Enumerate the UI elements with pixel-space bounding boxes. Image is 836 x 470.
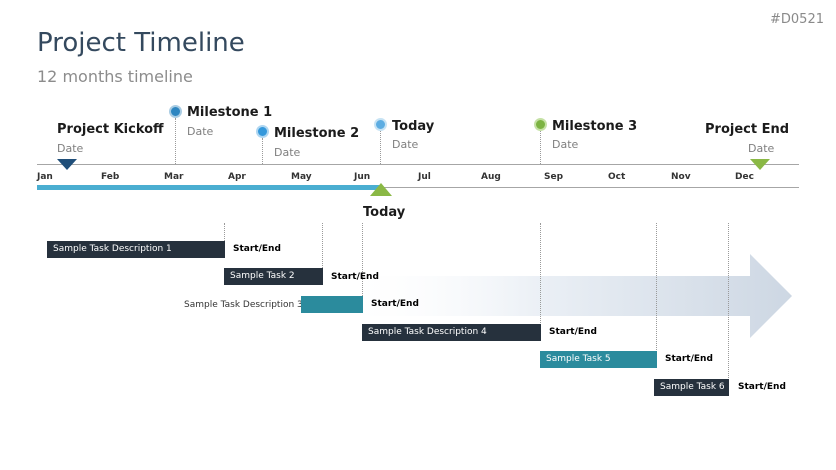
month-feb: Feb [101, 172, 120, 182]
slide-code: #D0521 [770, 12, 824, 27]
task5-start-end: Start/End [665, 354, 713, 364]
task2-end-line [322, 223, 323, 270]
milestone3-line [540, 131, 541, 164]
project-end-date: Date [748, 142, 775, 155]
timeline-top-line [37, 164, 799, 165]
task3-label: Sample Task Description 3 [184, 300, 303, 310]
progress-bar [37, 185, 380, 190]
month-apr: Apr [228, 172, 246, 182]
task3-start-end: Start/End [371, 299, 419, 309]
milestone2-label: Milestone 2 [274, 126, 360, 141]
task4-end-line [540, 223, 541, 325]
month-jan: Jan [37, 172, 53, 182]
task-bar-2: Sample Task 2 [224, 268, 323, 285]
milestone1-date: Date [187, 125, 214, 138]
page-subtitle: 12 months timeline [37, 67, 193, 86]
task-bar-3 [301, 296, 363, 313]
month-dec: Dec [735, 172, 754, 182]
task3-end-line [362, 223, 363, 298]
project-end-label: Project End [705, 122, 790, 137]
month-jun: Jun [354, 172, 371, 182]
month-mar: Mar [164, 172, 184, 182]
milestone3-date: Date [552, 138, 579, 151]
page-title: Project Timeline [37, 28, 245, 58]
kickoff-triangle-icon [57, 159, 77, 170]
kickoff-label: Project Kickoff [57, 122, 164, 137]
task-bar-5: Sample Task 5 [540, 351, 657, 368]
progress-arrow-graphic [340, 254, 792, 338]
timeline-bottom-line [37, 187, 799, 188]
month-may: May [291, 172, 312, 182]
today-line [380, 131, 381, 164]
task-bar-6: Sample Task 6 [654, 379, 729, 396]
milestone1-label: Milestone 1 [187, 105, 273, 120]
today-label: Today [363, 205, 406, 220]
milestone3-label: Milestone 3 [552, 119, 638, 134]
task2-start-end: Start/End [331, 272, 379, 282]
task-bar-4: Sample Task Description 4 [362, 324, 541, 341]
task1-start-end: Start/End [233, 244, 281, 254]
task6-start-end: Start/End [738, 382, 786, 392]
milestone1-line [175, 118, 176, 164]
month-oct: Oct [608, 172, 626, 182]
today-milestone-date: Date [392, 138, 419, 151]
task1-end-line [224, 223, 225, 243]
milestone1-marker [169, 105, 182, 118]
today-milestone-label: Today [392, 119, 435, 134]
task5-end-line [656, 223, 657, 352]
month-jul: Jul [418, 172, 431, 182]
milestone2-line [262, 138, 263, 164]
task6-end-line [728, 223, 729, 380]
month-aug: Aug [481, 172, 501, 182]
today-marker [374, 118, 387, 131]
month-sep: Sep [544, 172, 564, 182]
today-triangle-icon [370, 183, 392, 196]
month-nov: Nov [671, 172, 691, 182]
milestone3-marker [534, 118, 547, 131]
kickoff-date: Date [57, 142, 84, 155]
milestone2-date: Date [274, 146, 301, 159]
task-bar-1: Sample Task Description 1 [47, 241, 225, 258]
task4-start-end: Start/End [549, 327, 597, 337]
project-end-triangle-icon [750, 159, 770, 170]
milestone2-marker [256, 125, 269, 138]
